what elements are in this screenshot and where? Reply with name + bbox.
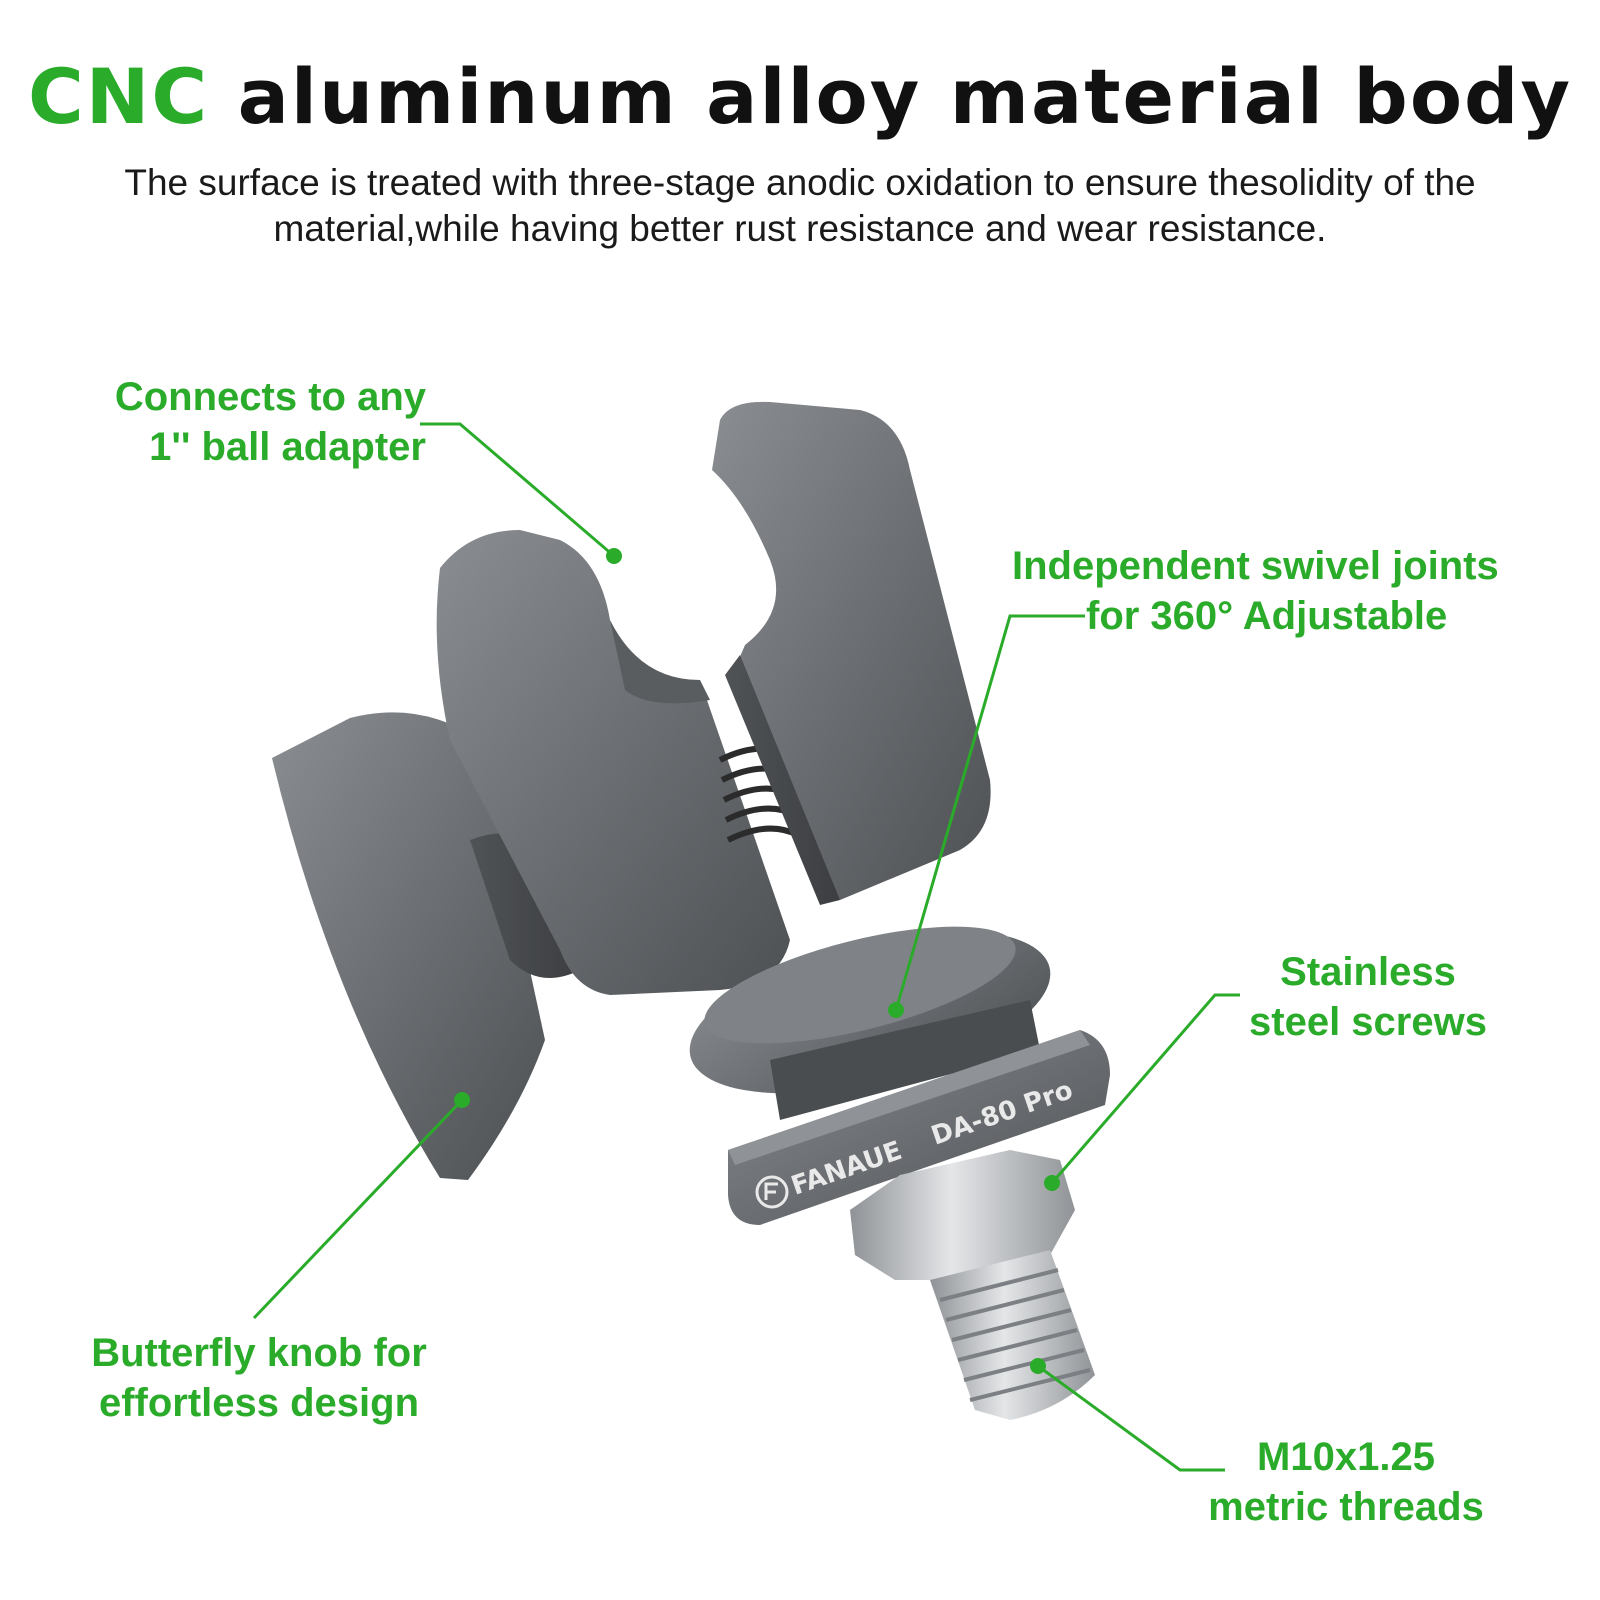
leader-lines xyxy=(252,422,1240,1472)
leader-line-screws xyxy=(1050,993,1240,1184)
callout-dots xyxy=(454,548,1060,1374)
callout-dot-ball-adapter xyxy=(606,548,622,564)
callout-screws-line-2: steel screws xyxy=(1249,1000,1487,1044)
leader-line-ball-adapter xyxy=(420,422,615,558)
callout-knob: Butterfly knob for effortless design xyxy=(64,1328,454,1428)
callout-knob-line-1: Butterfly knob for xyxy=(91,1331,427,1375)
subtitle-line-2: material,while having better rust resist… xyxy=(273,208,1327,249)
callout-screws: Stainless steel screws xyxy=(1218,947,1518,1047)
callout-swivel: Independent swivel joints for 360° Adjus… xyxy=(1012,541,1552,641)
callout-ball-adapter-line-1: Connects to any xyxy=(114,375,426,419)
callout-screws-line-1: Stainless xyxy=(1280,950,1456,994)
callout-dot-swivel xyxy=(888,1002,904,1018)
callout-threads: M10x1.25 metric threads xyxy=(1186,1432,1506,1532)
title-rest: aluminum alloy material body xyxy=(237,52,1572,141)
swivel-disc xyxy=(689,926,1051,1120)
leader-line-knob xyxy=(252,1098,464,1320)
subtitle: The surface is treated with three-stage … xyxy=(40,160,1560,252)
brand-logo-icon xyxy=(755,1175,789,1209)
callout-swivel-line-2: for 360° Adjustable xyxy=(1086,594,1448,638)
callout-ball-adapter: Connects to any 1'' ball adapter xyxy=(86,372,426,472)
clamp-jaw-left xyxy=(436,530,790,995)
stainless-screw xyxy=(850,1150,1095,1420)
callout-threads-line-1: M10x1.25 xyxy=(1257,1435,1435,1479)
callout-dot-screws xyxy=(1044,1175,1060,1191)
title-accent: CNC xyxy=(27,52,210,141)
page-title: CNC aluminum alloy material body xyxy=(0,52,1600,142)
callout-dot-knob xyxy=(454,1092,470,1108)
clamp-jaw-right xyxy=(712,401,991,905)
leader-line-threads xyxy=(1037,1364,1225,1472)
subtitle-line-1: The surface is treated with three-stage … xyxy=(124,162,1476,203)
callout-knob-line-2: effortless design xyxy=(98,1381,420,1425)
leader-line-swivel xyxy=(894,614,1085,1011)
callout-dot-threads xyxy=(1030,1358,1046,1374)
base-ring: FANAUE DA-80 Pro xyxy=(728,1030,1110,1225)
callout-swivel-line-1: Independent swivel joints xyxy=(1012,544,1499,588)
callout-ball-adapter-line-2: 1'' ball adapter xyxy=(149,425,426,469)
callout-threads-line-2: metric threads xyxy=(1208,1485,1484,1529)
